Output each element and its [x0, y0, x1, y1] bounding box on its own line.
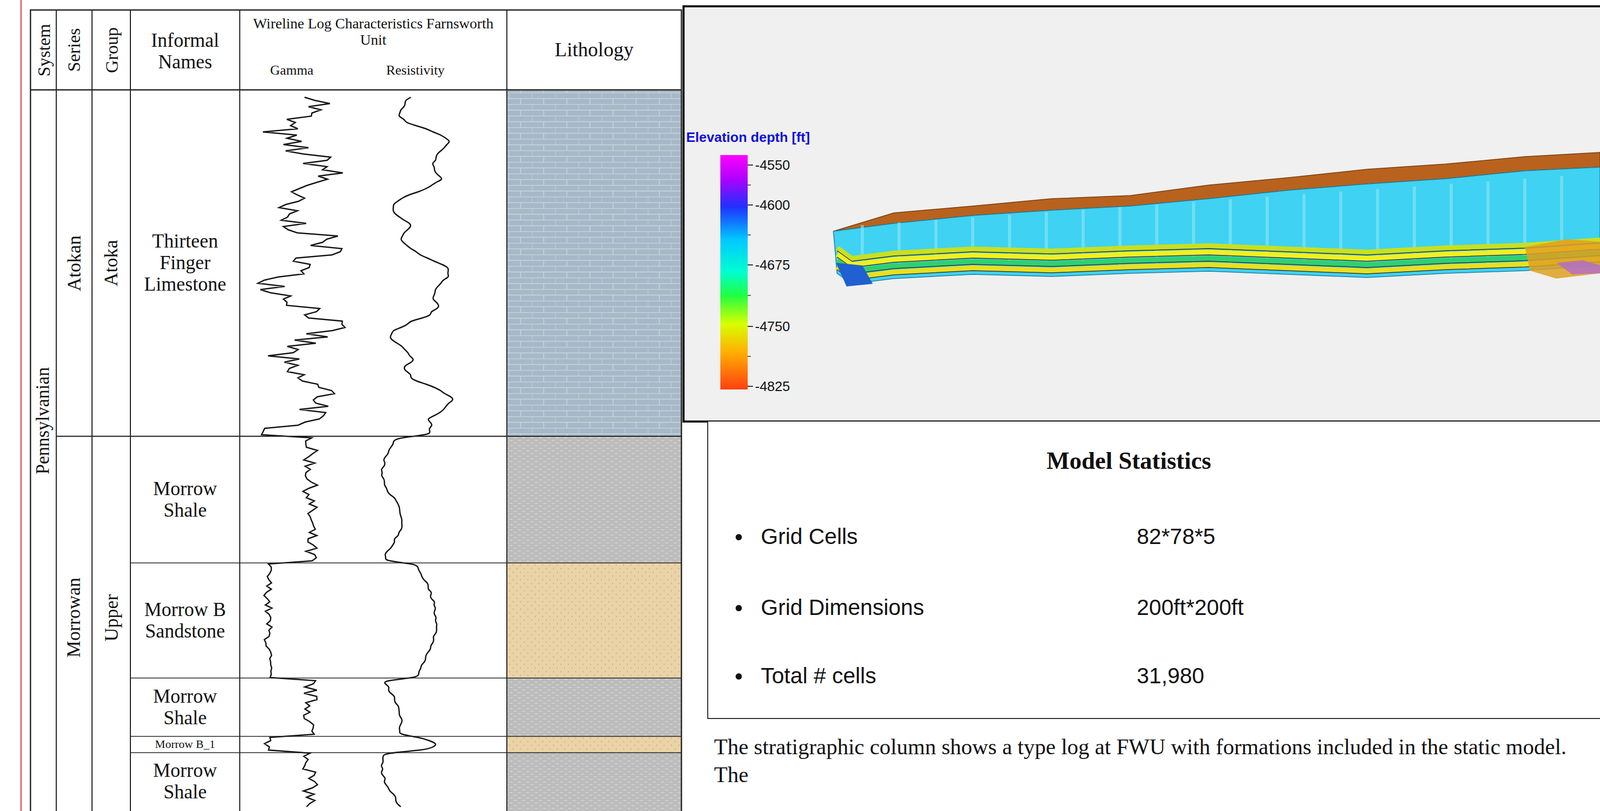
formation-name: Morrow Shale — [131, 752, 239, 811]
grid-shading — [1191, 201, 1196, 266]
row-line — [130, 752, 682, 754]
stat-name: Grid Dimensions — [760, 595, 924, 621]
row-line — [130, 736, 682, 738]
colorbar-label: -4600 — [755, 195, 821, 215]
table-cell: Morrowan — [56, 436, 93, 800]
table-cell: Pennsylvanian — [30, 89, 57, 752]
layer-edge — [837, 261, 1600, 281]
lithology-fill — [507, 563, 681, 679]
colorbar-label: Elevation depth [ft] — [686, 126, 894, 149]
column-line — [55, 9, 57, 811]
model-panel — [683, 6, 1600, 422]
stat-name: Total # cells — [760, 663, 876, 689]
row-line — [130, 562, 682, 564]
colorbar — [720, 155, 748, 390]
colorbar-tick — [747, 264, 753, 266]
lithology-fill — [507, 678, 681, 737]
colorbar-tick — [747, 385, 753, 387]
colorbar-minor-tick — [747, 355, 751, 358]
caption: The stratigraphic column shows a type lo… — [714, 733, 1590, 789]
formation-name: Morrow B Sandstone — [131, 563, 239, 679]
model-front — [833, 167, 1600, 284]
deep-blob — [1524, 239, 1600, 279]
deep-blob — [1556, 260, 1600, 275]
colorbar-tick — [747, 204, 753, 206]
lithology-fill — [507, 436, 681, 564]
lithology-fill — [507, 89, 681, 437]
table-cell: Atokan — [56, 89, 93, 437]
formation-name: Morrow Shale — [131, 436, 239, 564]
resistivity-log — [381, 97, 453, 808]
column-line — [239, 9, 241, 811]
stats-box: Model StatisticsGrid Cells 82*78*5Grid Di… — [707, 421, 1600, 720]
margin-line — [20, 0, 23, 811]
column-line — [506, 9, 508, 811]
row-line — [56, 435, 682, 437]
bullet — [735, 605, 742, 612]
box-heading: Model Statistics — [708, 446, 1550, 475]
table-cell: Resistivity — [347, 52, 484, 89]
formation-name: Morrow B_1 — [131, 736, 239, 753]
formation-name: Thirteen Finger Limestone — [131, 89, 239, 437]
stat-value: 82*78*5 — [1136, 524, 1216, 550]
header-line — [30, 89, 682, 91]
table-cell: Atoka — [92, 89, 131, 437]
deep-patch — [836, 262, 873, 287]
table-cell: Lithology — [506, 9, 682, 90]
table-cell: Group — [92, 9, 131, 90]
formation-name: Morrow Shale — [131, 678, 239, 737]
colorbar-tick — [747, 164, 753, 166]
table-cell: Informal Names — [130, 13, 240, 90]
lithology-fill — [507, 752, 681, 811]
bullet — [735, 673, 742, 680]
table-cell: System — [30, 9, 57, 90]
grid-shading — [1339, 191, 1343, 266]
stat-value: 200ft*200ft — [1136, 595, 1244, 621]
table-frame — [30, 9, 682, 811]
colorbar-label: -4550 — [755, 155, 821, 175]
colorbar-minor-tick — [747, 184, 751, 186]
colorbar-minor-tick — [747, 294, 751, 297]
colorbar-tick — [747, 325, 753, 328]
bullet — [735, 534, 742, 541]
table-cell: Wireline Log Characteristics Farnsworth … — [239, 11, 507, 53]
gamma-log — [258, 97, 346, 808]
lithology-fill — [507, 736, 681, 753]
table-cell: Upper — [92, 436, 131, 800]
column-line — [91, 9, 93, 811]
strat-table — [30, 9, 682, 811]
stat-name: Grid Cells — [760, 524, 858, 550]
table-cell: Gamma — [247, 52, 337, 89]
model-frame — [683, 6, 1600, 422]
colorbar-label: -4750 — [755, 317, 821, 336]
stat-value: 31,980 — [1136, 663, 1205, 689]
row-line — [130, 677, 682, 679]
colorbar-label: -4675 — [755, 255, 821, 275]
column-line — [129, 9, 131, 811]
colorbar-label: -4825 — [755, 376, 821, 396]
colorbar-minor-tick — [747, 234, 751, 236]
table-cell: Series — [56, 9, 93, 90]
